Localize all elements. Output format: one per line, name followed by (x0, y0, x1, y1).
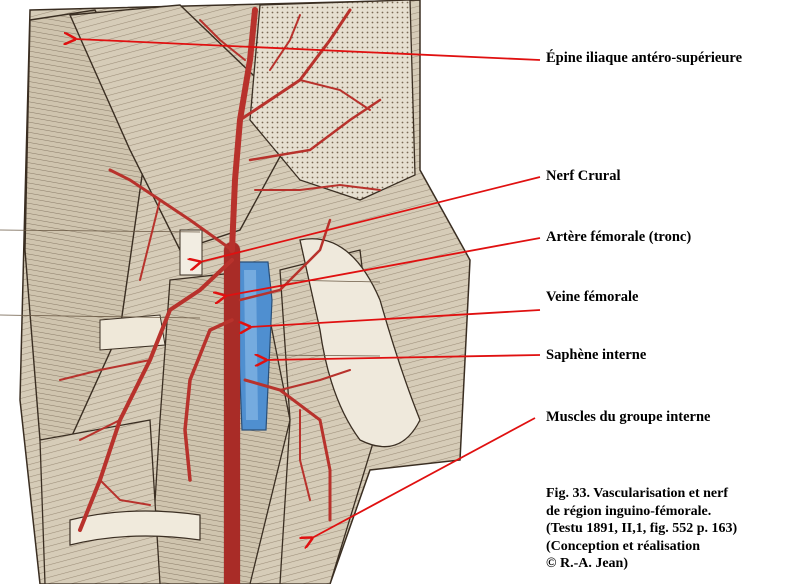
caption-line: (Testu 1891, II,1, fig. 552 p. 163) (546, 521, 738, 537)
caption-line: Fig. 33. Vascularisation et nerf (546, 486, 728, 501)
figure-caption: Fig. 33. Vascularisation et nerf de régi… (546, 485, 737, 573)
pointer-epine (75, 39, 541, 61)
pointer-veine (250, 309, 541, 327)
femoral-vein (235, 261, 273, 431)
pointer-muscles (312, 417, 536, 538)
thigh-muscles (0, 0, 471, 584)
pointer-artere (225, 237, 541, 296)
caption-line: de région inguino-fémorale. (546, 503, 712, 519)
label-nerf-crural: Nerf Crural (546, 168, 621, 184)
pointer-saphene (266, 355, 541, 360)
caption-line: © R.-A. Jean) (546, 556, 629, 572)
label-saphene-interne: Saphène interne (546, 347, 647, 363)
label-veine-femorale: Veine fémorale (546, 289, 639, 305)
pointer-lines (75, 39, 541, 538)
pointer-nerf (200, 176, 541, 262)
femoral-artery (59, 7, 382, 584)
label-epine-iliaque: Épine iliaque antéro-supérieure (546, 50, 743, 66)
label-muscles-groupe-interne: Muscles du groupe interne (546, 409, 711, 425)
caption-line: (Conception et réalisation (546, 538, 700, 554)
label-artere-femorale: Artère fémorale (tronc) (546, 229, 692, 245)
